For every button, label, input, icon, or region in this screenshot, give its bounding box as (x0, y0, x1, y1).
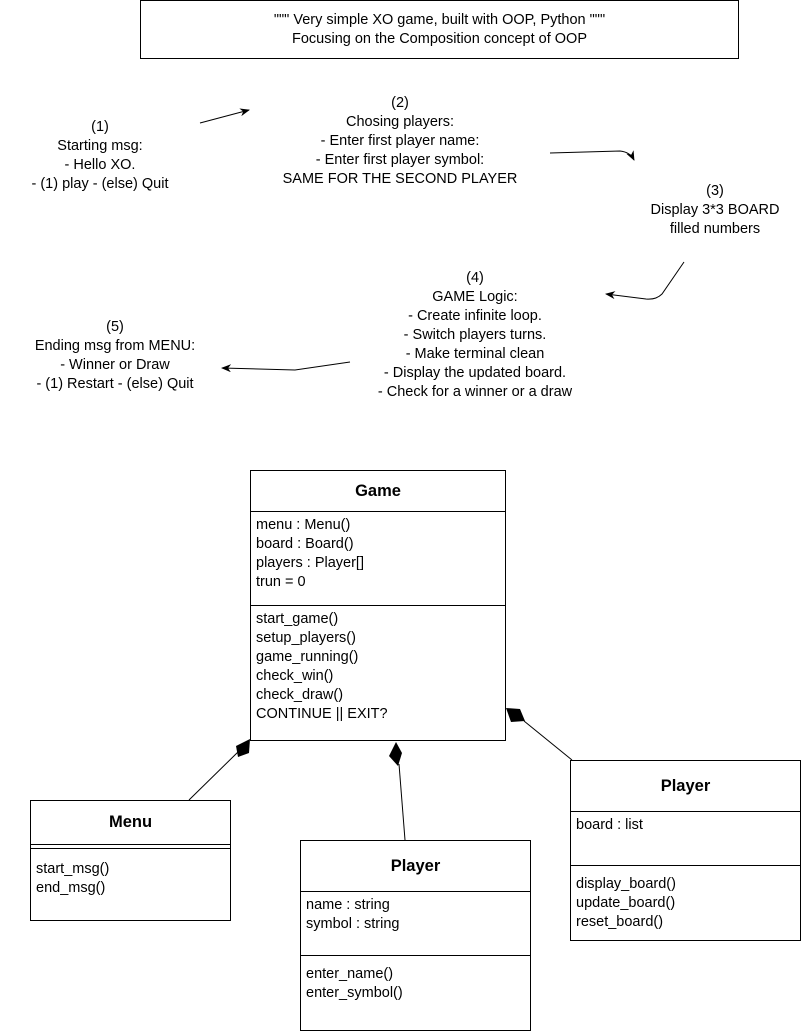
step-4-line: - Make terminal clean (405, 346, 545, 362)
class-board-methods: display_board() update_board() reset_boa… (571, 866, 800, 936)
class-player-name: Player (301, 841, 530, 892)
step-2-text: (2) Chosing players: - Enter first playe… (260, 94, 540, 189)
class-board-name: Player (571, 761, 800, 812)
composition-line-menu (188, 750, 240, 801)
step-1-line: - Hello XO. (64, 157, 136, 173)
step-1-number: (1) (91, 119, 109, 135)
method: enter_name() (306, 966, 394, 982)
step-4-line: - Display the updated board. (383, 365, 567, 381)
arrow-step1-to-step2 (199, 108, 250, 124)
method: game_running() (256, 649, 359, 665)
composition-diamond-menu-icon (236, 739, 250, 757)
arrow-step3-to-step4 (605, 261, 685, 300)
class-player[interactable]: Player name : string symbol : string ent… (300, 840, 531, 1031)
method: end_msg() (36, 880, 106, 896)
arrow-step2-to-step3 (549, 150, 635, 161)
step-4-text: (4) GAME Logic: - Create infinite loop. … (355, 269, 595, 402)
step-2-line: - Enter first player symbol: (315, 152, 485, 168)
title-line-1: """ Very simple XO game, built with OOP,… (273, 11, 606, 28)
step-4-line: - Switch players turns. (403, 327, 547, 343)
class-menu[interactable]: Menu start_msg() end_msg() (30, 800, 231, 921)
step-2-title: Chosing players: (346, 114, 454, 130)
title-box: """ Very simple XO game, built with OOP,… (140, 0, 739, 59)
attribute: board : Board() (256, 536, 354, 552)
class-menu-name: Menu (31, 801, 230, 845)
step-5-line: - Winner or Draw (60, 357, 170, 373)
composition-line-player (398, 763, 406, 841)
class-game-methods: start_game() setup_players() game_runnin… (251, 606, 505, 728)
class-menu-methods: start_msg() end_msg() (31, 849, 230, 902)
step-4-title: GAME Logic: (432, 289, 518, 305)
class-board[interactable]: Player board : list display_board() upda… (570, 760, 801, 941)
step-4-line: - Create infinite loop. (408, 308, 542, 324)
step-2-line: SAME FOR THE SECOND PLAYER (282, 171, 518, 187)
attribute: trun = 0 (256, 574, 306, 590)
method: enter_symbol() (306, 985, 403, 1001)
attribute: name : string (306, 897, 390, 913)
step-3-title: Display 3*3 BOARD (650, 202, 780, 218)
step-1-title: Starting msg: (57, 138, 143, 154)
attribute: board : list (576, 817, 643, 833)
composition-diamond-player-icon (389, 742, 402, 766)
step-3-number: (3) (706, 183, 724, 199)
step-5-line: - (1) Restart - (else) Quit (36, 376, 194, 392)
class-game-name: Game (251, 471, 505, 512)
method: reset_board() (576, 914, 664, 930)
method: display_board() (576, 876, 676, 892)
class-game-attributes: menu : Menu() board : Board() players : … (251, 512, 505, 606)
method: CONTINUE || EXIT? (256, 706, 388, 722)
title-line-2: Focusing on the Composition concept of O… (292, 30, 587, 47)
arrow-step4-to-step5 (221, 361, 351, 373)
method: start_msg() (36, 861, 110, 877)
step-4-line: - Check for a winner or a draw (377, 384, 573, 400)
class-player-methods: enter_name() enter_symbol() (301, 956, 530, 1007)
step-3-text: (3) Display 3*3 BOARD filled numbers (630, 182, 800, 239)
composition-diamond-board-icon (506, 708, 525, 722)
step-5-title: Ending msg from MENU: (34, 338, 196, 354)
method: start_game() (256, 611, 339, 627)
attribute: symbol : string (306, 916, 400, 932)
step-3-line: filled numbers (669, 221, 761, 237)
method: check_draw() (256, 687, 344, 703)
attribute: menu : Menu() (256, 517, 351, 533)
step-5-number: (5) (106, 319, 124, 335)
attribute: players : Player[] (256, 555, 364, 571)
method: setup_players() (256, 630, 356, 646)
step-1-line: - (1) play - (else) Quit (31, 176, 169, 192)
method: update_board() (576, 895, 676, 911)
step-1-text: (1) Starting msg: - Hello XO. - (1) play… (10, 118, 190, 194)
step-2-line: - Enter first player name: (320, 133, 480, 149)
step-5-text: (5) Ending msg from MENU: - Winner or Dr… (10, 318, 220, 394)
class-player-attributes: name : string symbol : string (301, 892, 530, 956)
composition-line-board (523, 720, 573, 761)
class-menu-attributes (31, 845, 230, 849)
step-2-number: (2) (391, 95, 409, 111)
step-4-number: (4) (466, 270, 484, 286)
class-board-attributes: board : list (571, 812, 800, 866)
method: check_win() (256, 668, 334, 684)
class-game[interactable]: Game menu : Menu() board : Board() playe… (250, 470, 506, 741)
